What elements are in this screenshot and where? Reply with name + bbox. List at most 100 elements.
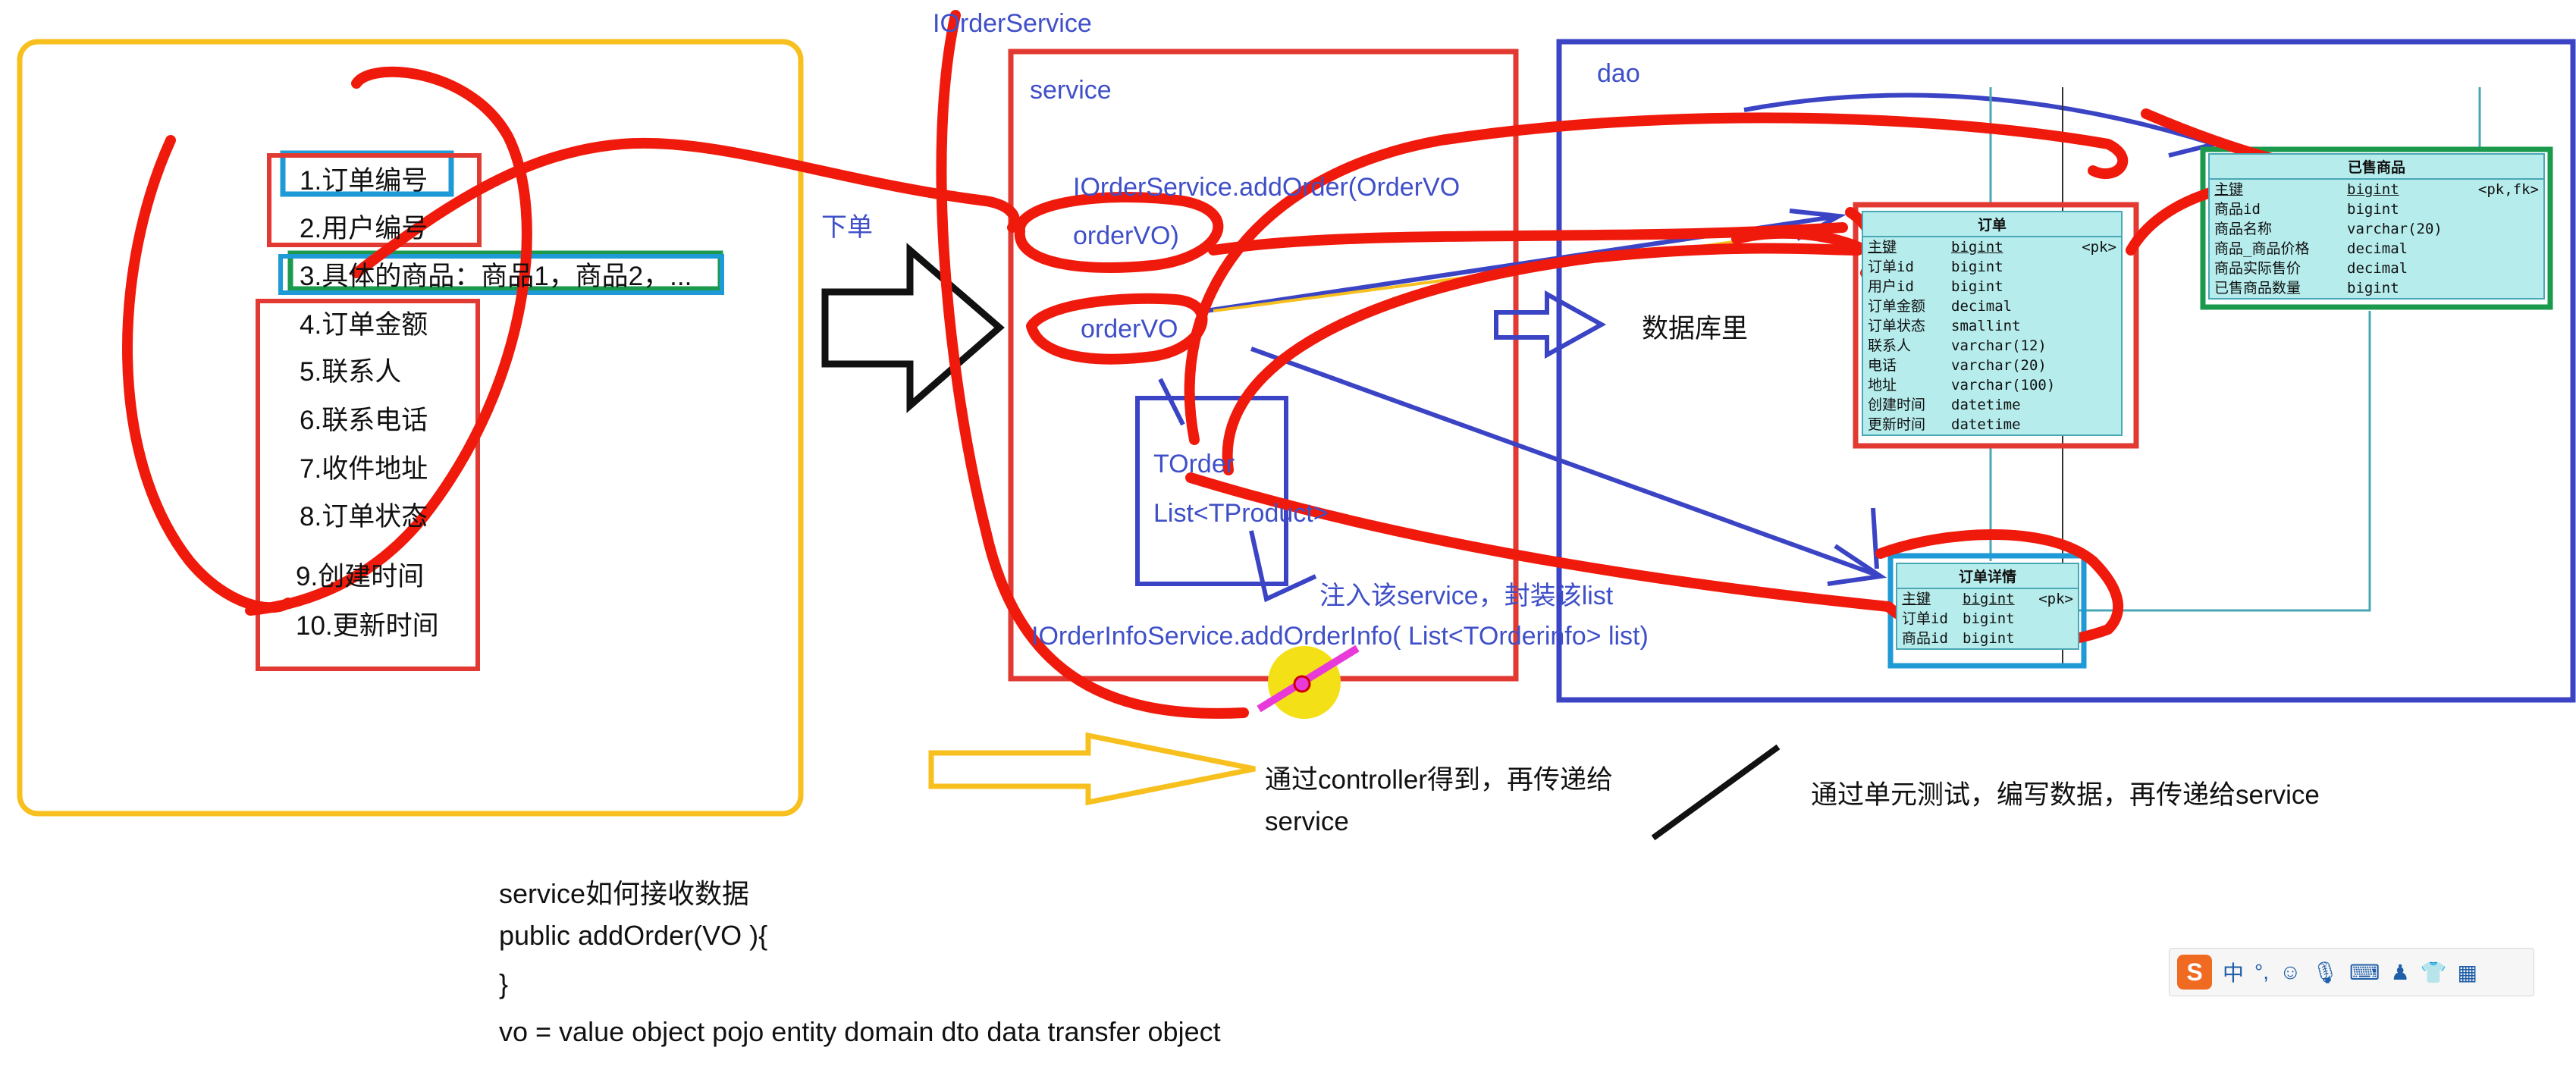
table-row: 更新时间 datetime — [1863, 415, 2121, 434]
unit-test-note: 通过单元测试，编写数据，再传递给service — [1811, 780, 2320, 810]
cell-key — [2057, 415, 2116, 434]
cell-name: 商品名称 — [2214, 221, 2273, 237]
big-black-arrow — [821, 243, 1005, 413]
cell-key — [2057, 375, 2116, 395]
place-order-label: 下单 — [821, 213, 873, 242]
table-row: 联系人 varchar(12) — [1863, 336, 2121, 356]
slash-line — [1651, 744, 1781, 841]
dao-frame — [1556, 39, 2576, 703]
torder-label: TOrder — [1153, 450, 1235, 478]
cell-key — [2031, 629, 2073, 648]
mic-icon[interactable]: 🎙 — [2311, 960, 2339, 984]
order-field-9: 9.创建时间 — [296, 562, 425, 591]
cell-type: bigint — [1951, 278, 2003, 295]
cell-name: 订单id — [1868, 259, 1914, 275]
cell-key — [2057, 277, 2116, 296]
cell-name: 创建时间 — [1868, 397, 1926, 413]
order-field-2: 2.用户编号 — [300, 214, 428, 243]
cell-name: 主键 — [2214, 181, 2244, 198]
cell-type: varchar(20) — [2347, 221, 2443, 237]
cell-type: datetime — [1951, 397, 2021, 413]
ime-toolbar[interactable]: S 中 °, ☺ 🎙 ⌨ ♟ 👕 ▦ — [2169, 948, 2534, 996]
order-field-8: 8.订单状态 — [300, 502, 428, 532]
cell-key — [2468, 199, 2539, 219]
order-field-4: 4.订单金额 — [300, 310, 428, 340]
red-annotations — [122, 10, 2280, 719]
cell-key: <pk,fk> — [2477, 181, 2539, 198]
torder-box — [1135, 396, 1288, 586]
order-field-7: 7.收件地址 — [300, 454, 428, 484]
left-frame — [17, 39, 804, 817]
field1-box-red — [267, 153, 482, 247]
database-label: 数据库里 — [1642, 314, 1749, 343]
cell-type: decimal — [1951, 298, 2013, 315]
order-field-3: 3.具体的商品：商品1，商品2，... — [300, 262, 692, 291]
punct-toggle[interactable]: °, — [2254, 960, 2269, 983]
cell-type: varchar(12) — [1951, 337, 2047, 354]
cell-key — [2031, 609, 2073, 629]
cell-type: bigint — [2347, 280, 2399, 296]
lang-toggle[interactable]: 中 — [2223, 961, 2245, 985]
cell-name: 商品实际售价 — [2214, 260, 2301, 277]
table-row: 创建时间 datetime — [1863, 395, 2121, 415]
cell-key — [2057, 257, 2116, 277]
cell-key: <pk> — [2038, 591, 2073, 607]
table-row: 商品_商品价格 decimal — [2210, 239, 2543, 259]
cell-key — [2057, 356, 2116, 375]
cell-name: 主键 — [1868, 239, 1897, 256]
order-table-title: 订单 — [1863, 212, 2121, 237]
table-row: 订单金额 decimal — [1863, 296, 2121, 316]
ioservice-label: IOrderService — [933, 9, 1092, 38]
cell-name: 订单金额 — [1868, 298, 1926, 315]
cell-name: 商品_商品价格 — [2214, 240, 2310, 257]
db-arrow — [1494, 290, 1607, 359]
grid-icon[interactable]: ▦ — [2457, 960, 2478, 984]
cell-name: 联系人 — [1868, 337, 1912, 354]
cell-type: datetime — [1951, 416, 2021, 433]
cell-key — [2468, 239, 2539, 259]
user-icon[interactable]: ♟ — [2390, 960, 2410, 984]
cell-type: decimal — [2347, 260, 2408, 277]
cell-key — [2057, 316, 2116, 336]
table-row: 主键 bigint <pk> — [1897, 589, 2078, 609]
cell-type: decimal — [2347, 240, 2408, 257]
cell-key — [2057, 395, 2116, 415]
cell-key — [2468, 259, 2539, 278]
sogou-logo-icon[interactable]: S — [2177, 955, 2212, 990]
code-line-4: vo = value object pojo entity domain dto… — [499, 1016, 1221, 1047]
cell-type: bigint — [2347, 201, 2399, 218]
cell-name: 地址 — [1868, 377, 1897, 394]
fields-box-red — [256, 299, 480, 671]
cell-name: 更新时间 — [1868, 416, 1926, 433]
cell-key — [2468, 219, 2539, 239]
emoji-icon[interactable]: ☺ — [2279, 960, 2301, 983]
dao-label: dao — [1597, 59, 1640, 88]
cell-type: bigint — [1951, 239, 2003, 256]
controller-arrow — [928, 732, 1256, 806]
skin-icon[interactable]: 👕 — [2420, 960, 2447, 984]
cell-key — [2057, 336, 2116, 356]
keyboard-icon[interactable]: ⌨ — [2349, 960, 2380, 984]
order-field-5: 5.联系人 — [300, 357, 402, 387]
cell-name: 主键 — [1902, 591, 1931, 607]
cell-name: 订单id — [1902, 610, 1948, 627]
tproduct-label: List<TProduct> — [1153, 499, 1329, 528]
sold-table-title: 已售商品 — [2210, 155, 2543, 180]
table-row: 订单id bigint — [1897, 609, 2078, 629]
add-order-call: IOrderService.addOrder(OrderVO — [1073, 173, 1461, 202]
cell-type: bigint — [1963, 591, 2015, 607]
order-field-1: 1.订单编号 — [300, 166, 428, 196]
ordervo-label: orderVO — [1081, 315, 1178, 343]
cell-type: bigint — [1963, 610, 2015, 627]
add-orderinfo-call: IOrderInfoService.addOrderInfo( List<TOr… — [1031, 622, 1649, 651]
